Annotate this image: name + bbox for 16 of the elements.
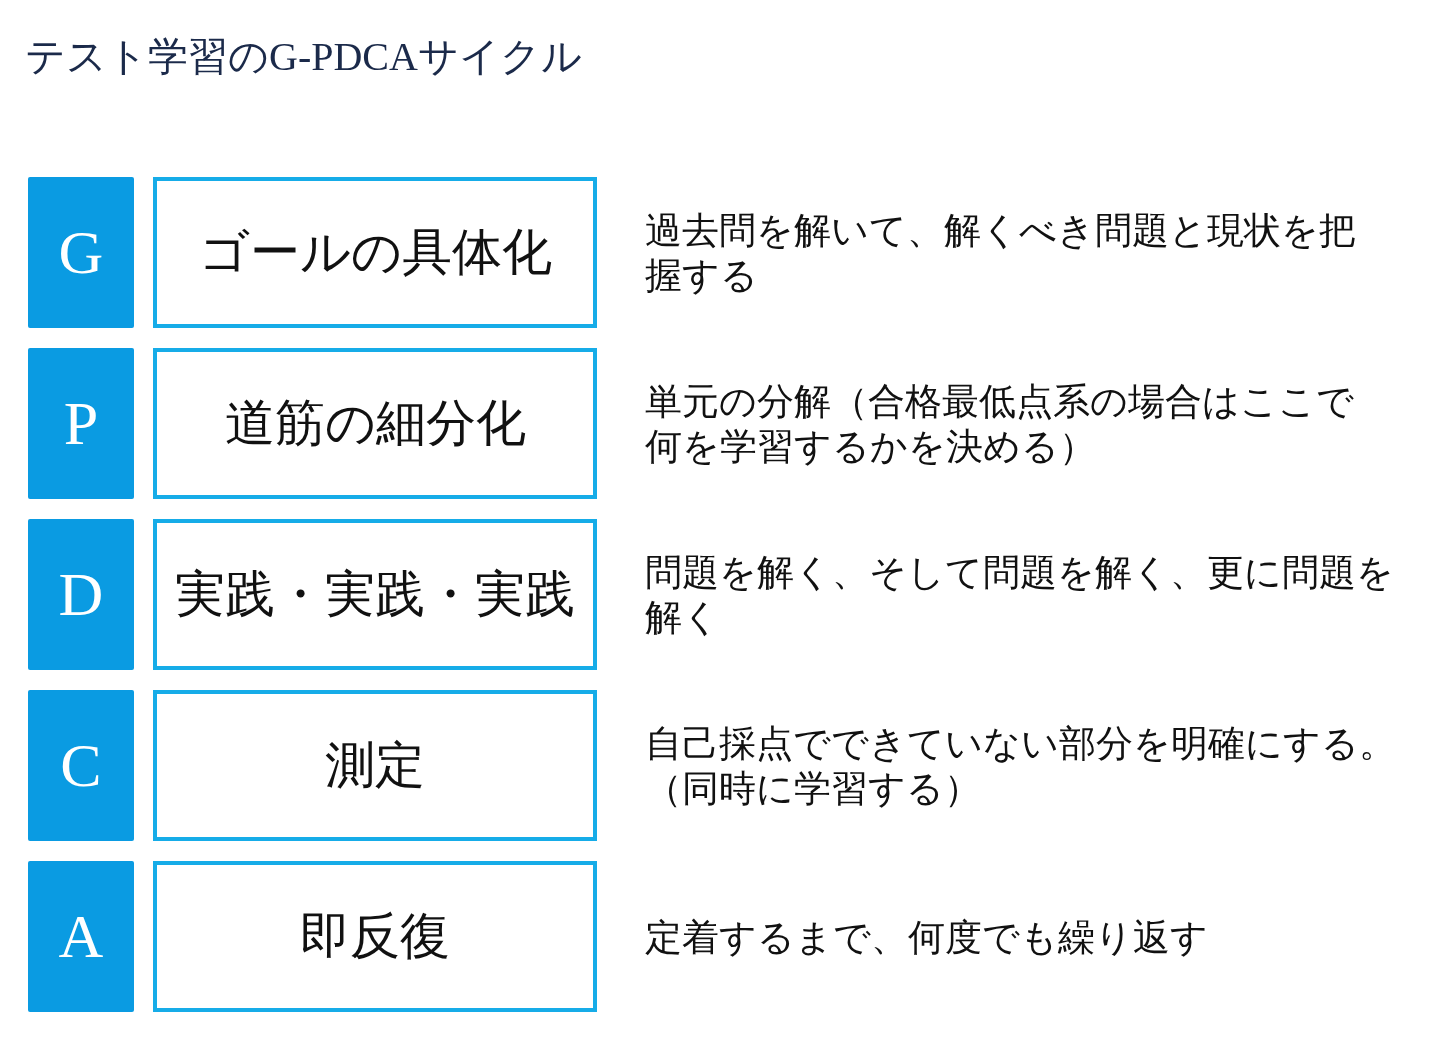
letter-tile: G bbox=[28, 177, 134, 328]
letter-tile: C bbox=[28, 690, 134, 841]
letter-tile: D bbox=[28, 519, 134, 670]
page-title: テスト学習のG-PDCAサイクル bbox=[25, 33, 582, 81]
step-box: 道筋の細分化 bbox=[153, 348, 597, 499]
step-box: 測定 bbox=[153, 690, 597, 841]
step-box: 即反復 bbox=[153, 861, 597, 1012]
letter-tile: P bbox=[28, 348, 134, 499]
description-text: 問題を解く、そして問題を解く、更に問題を解く bbox=[645, 550, 1395, 640]
letter-tile: A bbox=[28, 861, 134, 1012]
description-text: 単元の分解（合格最低点系の場合はここで何を学習するかを決める） bbox=[645, 379, 1355, 469]
description-text: 過去問を解いて、解くべき問題と現状を把握する bbox=[645, 208, 1357, 298]
description-text: 定着するまで、何度でも繰り返す bbox=[645, 915, 1209, 959]
step-box: ゴールの具体化 bbox=[153, 177, 597, 328]
step-box: 実践・実践・実践 bbox=[153, 519, 597, 670]
description-text: 自己採点でできていない部分を明確にする。（同時に学習する） bbox=[645, 721, 1397, 811]
